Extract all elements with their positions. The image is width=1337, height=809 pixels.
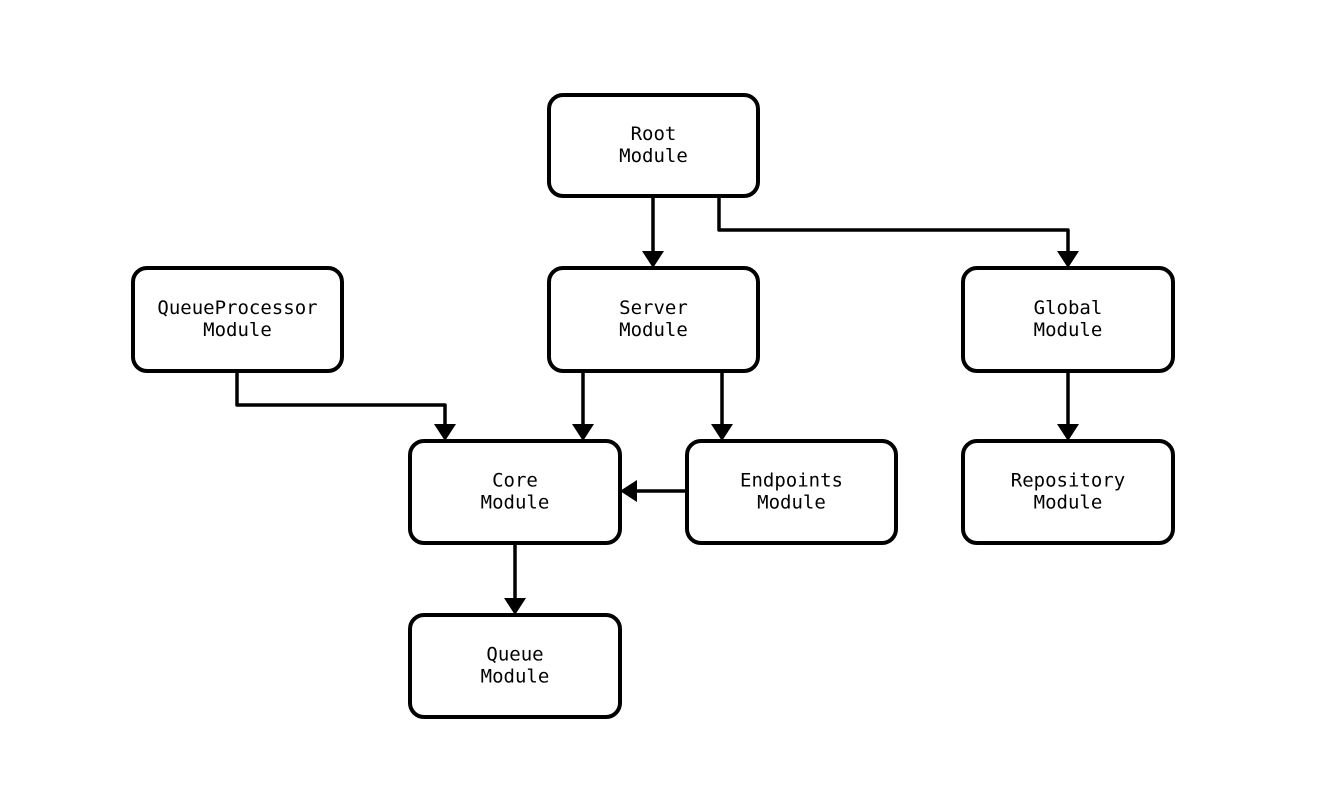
edge-endpoints-to-core — [620, 480, 687, 502]
edge-server-to-endpoints — [711, 371, 733, 441]
node-label-line2-repository: Module — [1034, 492, 1103, 514]
node-box-repository[interactable] — [961, 439, 1175, 545]
edge-server-to-core — [572, 371, 594, 441]
arrow-head-icon — [711, 424, 733, 441]
node-label-line2-core: Module — [481, 492, 550, 514]
node-label-line2-queueprocessor: Module — [203, 319, 272, 341]
arrow-head-icon — [572, 424, 594, 441]
arrow-head-icon — [642, 251, 664, 268]
node-label-line1-server: Server — [619, 297, 688, 319]
nodes-layer: RootModuleQueueProcessorModuleServerModu… — [131, 93, 1175, 719]
node-label-line2-global: Module — [1034, 319, 1103, 341]
edge-root-to-server — [642, 196, 664, 268]
node-label-line2-queue: Module — [481, 666, 550, 688]
node-label-line1-root: Root — [631, 123, 677, 145]
node-label-line2-server: Module — [619, 319, 688, 341]
arrow-head-icon — [1057, 424, 1079, 441]
node-box-endpoints[interactable] — [685, 439, 898, 545]
node-label-line1-queueprocessor: QueueProcessor — [157, 297, 317, 319]
node-box-queueprocessor[interactable] — [131, 266, 344, 373]
node-box-queue[interactable] — [408, 613, 622, 719]
arrow-head-icon — [1057, 251, 1079, 268]
edge-line — [717, 196, 1070, 254]
node-label-line2-root: Module — [619, 145, 688, 167]
node-box-server[interactable] — [547, 266, 760, 373]
arrow-head-icon — [434, 424, 456, 441]
node-label-line1-queue: Queue — [486, 644, 543, 666]
arrow-head-icon — [504, 598, 526, 615]
arrow-head-icon — [620, 480, 637, 502]
node-label-line1-endpoints: Endpoints — [740, 470, 843, 492]
edge-global-to-repository — [1057, 371, 1079, 441]
edge-line — [235, 371, 447, 427]
node-box-root[interactable] — [547, 93, 760, 198]
node-label-line1-core: Core — [492, 470, 538, 492]
node-label-line2-endpoints: Module — [757, 492, 826, 514]
node-label-line1-repository: Repository — [1011, 470, 1125, 492]
edge-core-to-queue — [504, 543, 526, 615]
edge-root-to-global — [717, 196, 1079, 268]
edges-layer — [235, 196, 1079, 615]
node-box-core[interactable] — [408, 439, 622, 545]
edge-queueprocessor-to-core — [235, 371, 456, 441]
node-box-global[interactable] — [961, 266, 1175, 373]
node-label-line1-global: Global — [1034, 297, 1103, 319]
